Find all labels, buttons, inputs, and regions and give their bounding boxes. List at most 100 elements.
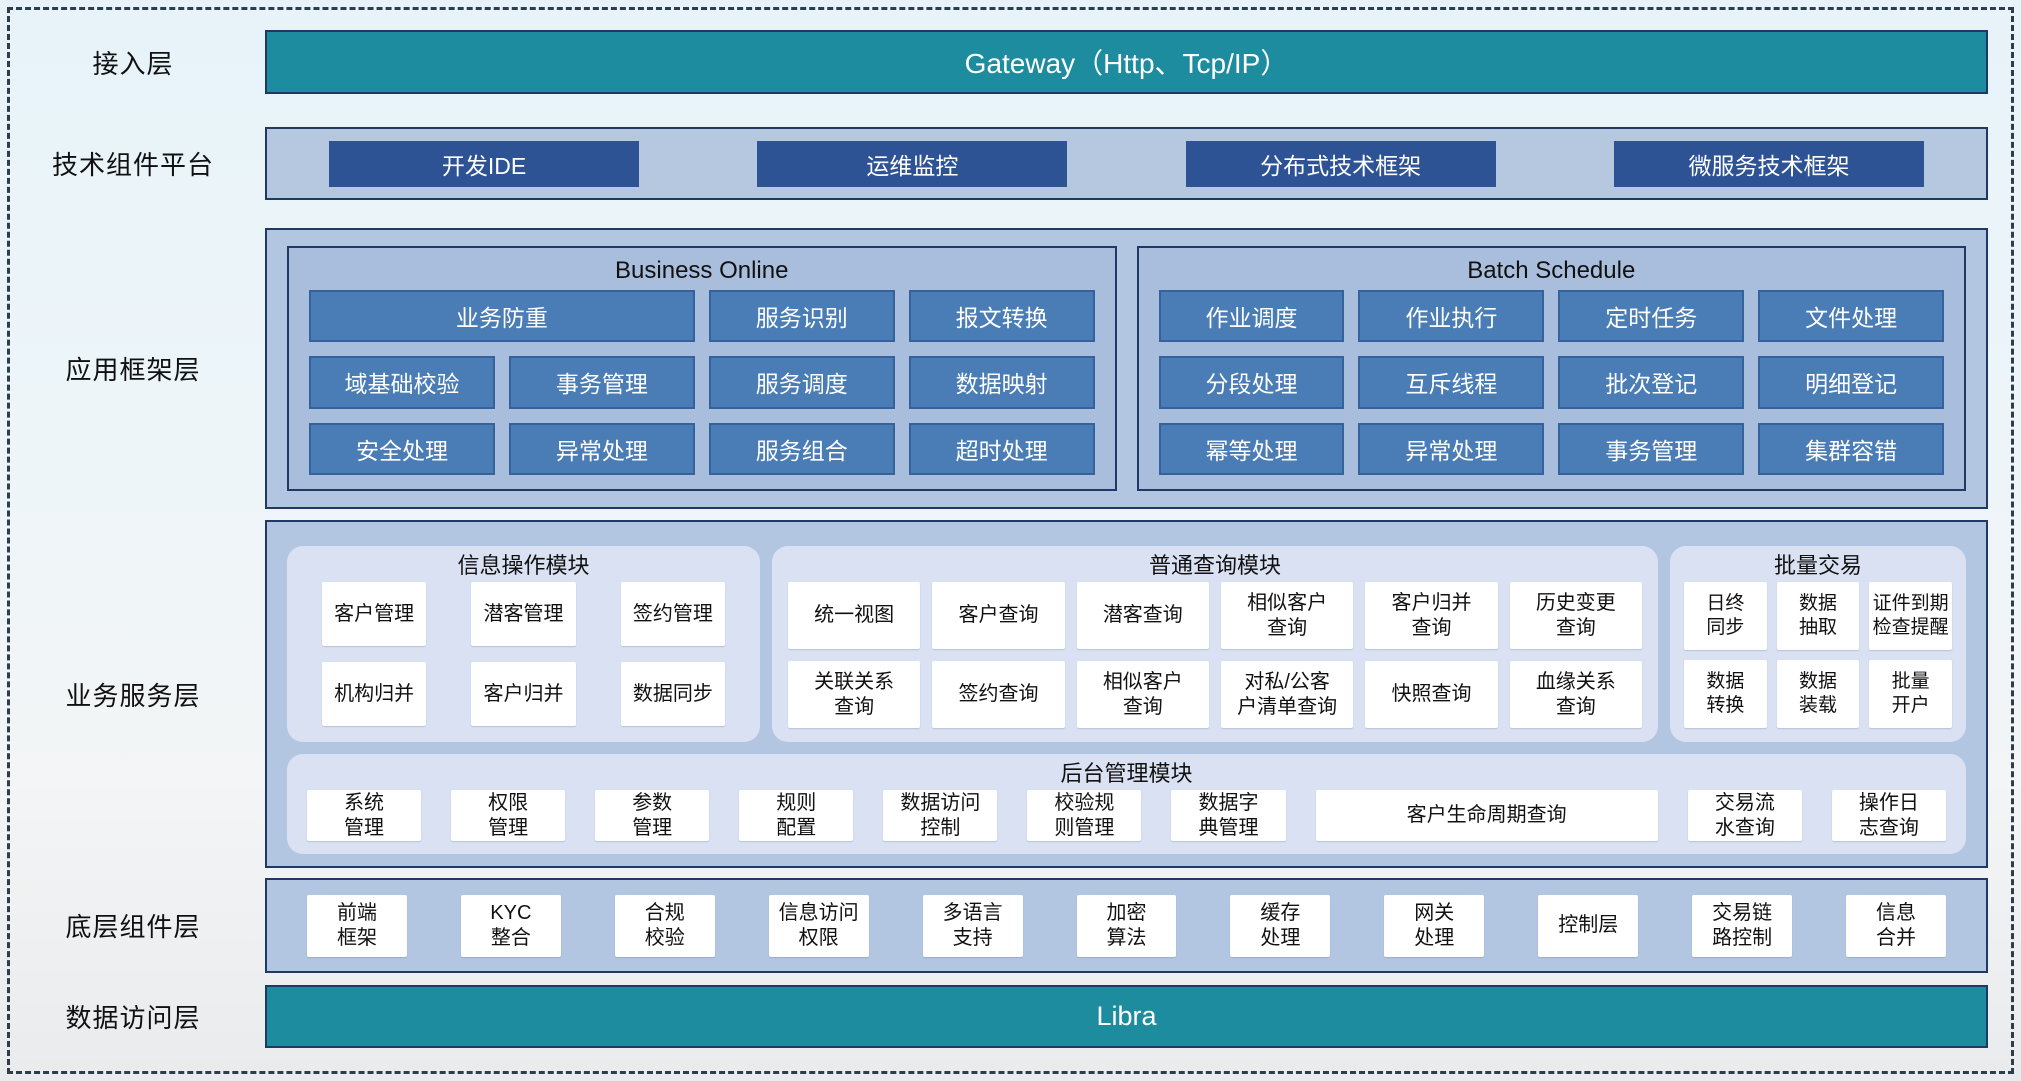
libra-bar: Libra: [265, 985, 1988, 1048]
block-batch-transaction: 事务管理: [1558, 422, 1745, 475]
block-customer-query: 客户查询: [932, 582, 1065, 649]
block-rule-config: 规则 配置: [739, 790, 854, 841]
block-info-access-permission: 信息访问 权限: [768, 894, 869, 957]
block-customer-merge: 客户归并: [471, 662, 576, 726]
block-encryption-algorithm: 加密 算法: [1076, 894, 1177, 957]
block-data-mapping: 数据映射: [908, 356, 1095, 409]
business-online-grid: 业务防重 服务识别 报文转换 域基础校验 事务管理 服务调度 数据映射 安全处理…: [309, 290, 1095, 475]
block-lineage-query: 血缘关系 查询: [1509, 661, 1642, 728]
service-modules-row: 信息操作模块 客户管理 潜客管理 签约管理 机构归并 客户归并 数据同步 普通查…: [287, 546, 1966, 742]
block-similar-customer-query-1: 相似客户 查询: [1220, 582, 1354, 649]
block-job-execute: 作业执行: [1358, 290, 1545, 343]
layer-label-business-service: 业务服务层: [65, 680, 201, 711]
tech-item-ops-monitor: 运维监控: [757, 140, 1068, 187]
block-detail-register: 明细登记: [1758, 356, 1944, 409]
block-transaction-link-control: 交易链 路控制: [1692, 894, 1793, 957]
block-segment-process: 分段处理: [1158, 356, 1345, 409]
block-history-change-query: 历史变更 查询: [1509, 582, 1642, 649]
block-domain-validate: 域基础校验: [309, 356, 495, 409]
block-cache-handling: 缓存 处理: [1230, 894, 1331, 957]
block-timed-task: 定时任务: [1558, 290, 1745, 343]
batch-schedule-grid: 作业调度 作业执行 定时任务 文件处理 分段处理 互斥线程 批次登记 明细登记 …: [1158, 290, 1944, 475]
block-data-load: 数据 装载: [1776, 660, 1860, 728]
block-org-merge: 机构归并: [322, 662, 427, 726]
block-info-merge: 信息 合并: [1846, 894, 1946, 957]
block-batch-account-open: 批量 开户: [1869, 660, 1952, 728]
layer-label-app-framework: 应用框架层: [65, 355, 201, 385]
block-transaction-flow-query: 交易流 水查询: [1687, 790, 1802, 841]
tech-item-microservice-framework: 微服务技术框架: [1613, 140, 1924, 187]
block-kyc-integration: KYC 整合: [460, 894, 561, 957]
block-data-convert: 数据 转换: [1684, 660, 1767, 728]
block-service-schedule: 服务调度: [708, 356, 895, 409]
block-unified-view: 统一视图: [788, 582, 921, 649]
base-components-bar: 前端 框架 KYC 整合 合规 校验 信息访问 权限 多语言 支持 加密 算法 …: [265, 878, 1988, 973]
batch-schedule-box: Batch Schedule 作业调度 作业执行 定时任务 文件处理 分段处理 …: [1136, 246, 1966, 491]
block-service-identify: 服务识别: [708, 290, 895, 343]
block-service-compose: 服务组合: [708, 422, 895, 475]
info-operation-title: 信息操作模块: [457, 553, 590, 578]
block-relation-query: 关联关系 查询: [788, 661, 921, 728]
block-exception: 异常处理: [508, 422, 695, 475]
block-data-extract: 数据 抽取: [1776, 582, 1860, 650]
batch-transaction-module: 批量交易 日终 同步 数据 抽取 证件到期 检查提醒 数据 转换 数据 装载 批…: [1670, 546, 1966, 742]
batch-transaction-title: 批量交易: [1773, 553, 1862, 578]
block-data-access-control: 数据访问 控制: [883, 790, 998, 841]
block-file-process: 文件处理: [1758, 290, 1944, 343]
block-prospect-query: 潜客查询: [1076, 582, 1209, 649]
block-transaction-mgmt: 事务管理: [508, 356, 695, 409]
block-permission-mgmt: 权限 管理: [451, 790, 566, 841]
block-idempotent: 幂等处理: [1158, 422, 1345, 475]
common-query-module: 普通查询模块 统一视图 客户查询 潜客查询 相似客户 查询 客户归并 查询 历史…: [772, 546, 1658, 742]
block-prospect-mgmt: 潜客管理: [471, 582, 576, 646]
block-customer-lifecycle-query: 客户生命周期查询: [1315, 790, 1658, 841]
tech-platform-bar: 开发IDE 运维监控 分布式技术框架 微服务技术框架: [265, 127, 1988, 200]
block-data-sync: 数据同步: [620, 662, 725, 726]
common-query-title: 普通查询模块: [1148, 553, 1281, 578]
block-timeout: 超时处理: [908, 422, 1095, 475]
layer-label-tech-platform: 技术组件平台: [51, 150, 214, 180]
block-gateway-handling: 网关 处理: [1384, 894, 1485, 957]
block-snapshot-query: 快照查询: [1365, 661, 1498, 728]
block-security: 安全处理: [309, 422, 495, 475]
block-eod-sync: 日终 同步: [1684, 582, 1767, 650]
tech-item-dev-ide: 开发IDE: [329, 140, 639, 187]
block-compliance-check: 合规 校验: [614, 894, 715, 957]
block-validation-rule-mgmt: 校验规 则管理: [1027, 790, 1142, 841]
layer-label-data-access: 数据访问层: [65, 1003, 201, 1033]
block-multilang-support: 多语言 支持: [922, 894, 1023, 957]
block-customer-mgmt: 客户管理: [322, 582, 427, 646]
app-framework-panel: Business Online 业务防重 服务识别 报文转换 域基础校验 事务管…: [265, 228, 1988, 509]
block-contract-query: 签约查询: [932, 661, 1065, 728]
block-message-convert: 报文转换: [908, 290, 1095, 343]
layer-label-access: 接入层: [92, 48, 174, 79]
block-system-mgmt: 系统 管理: [307, 790, 422, 841]
admin-module-row: 系统 管理 权限 管理 参数 管理 规则 配置 数据访问 控制 校验规 则管理 …: [287, 790, 1966, 854]
block-batch-register: 批次登记: [1558, 356, 1745, 409]
batch-schedule-title: Batch Schedule: [1467, 257, 1636, 284]
block-parameter-mgmt: 参数 管理: [595, 790, 710, 841]
business-online-box: Business Online 业务防重 服务识别 报文转换 域基础校验 事务管…: [287, 246, 1117, 491]
block-mutex-thread: 互斥线程: [1358, 356, 1545, 409]
block-cert-expiry-reminder: 证件到期 检查提醒: [1869, 582, 1952, 650]
business-service-panel: 信息操作模块 客户管理 潜客管理 签约管理 机构归并 客户归并 数据同步 普通查…: [265, 520, 1988, 868]
block-customer-merge-query: 客户归并 查询: [1365, 582, 1498, 649]
block-batch-exception: 异常处理: [1358, 422, 1545, 475]
block-frontend-framework: 前端 框架: [307, 894, 407, 957]
block-dedup: 业务防重: [309, 290, 695, 343]
admin-module-title: 后台管理模块: [1060, 761, 1193, 786]
block-customer-list-query: 对私/公客 户清单查询: [1220, 661, 1354, 728]
layer-label-base-components: 底层组件层: [65, 912, 201, 942]
business-online-title: Business Online: [615, 257, 789, 284]
common-query-grid: 统一视图 客户查询 潜客查询 相似客户 查询 客户归并 查询 历史变更 查询 关…: [772, 582, 1658, 742]
block-job-schedule: 作业调度: [1158, 290, 1345, 343]
block-data-dictionary-mgmt: 数据字 典管理: [1171, 790, 1286, 841]
block-operation-log-query: 操作日 志查询: [1831, 790, 1946, 841]
block-cluster-fault-tolerance: 集群容错: [1758, 422, 1944, 475]
tech-item-distributed-framework: 分布式技术框架: [1185, 140, 1496, 187]
block-control-layer: 控制层: [1538, 894, 1639, 957]
batch-transaction-grid: 日终 同步 数据 抽取 证件到期 检查提醒 数据 转换 数据 装载 批量 开户: [1670, 582, 1966, 742]
info-operation-module: 信息操作模块 客户管理 潜客管理 签约管理 机构归并 客户归并 数据同步: [287, 546, 760, 742]
gateway-bar: Gateway（Http、Tcp/IP）: [265, 30, 1988, 94]
admin-module: 后台管理模块 系统 管理 权限 管理 参数 管理 规则 配置 数据访问 控制 校…: [287, 754, 1966, 854]
